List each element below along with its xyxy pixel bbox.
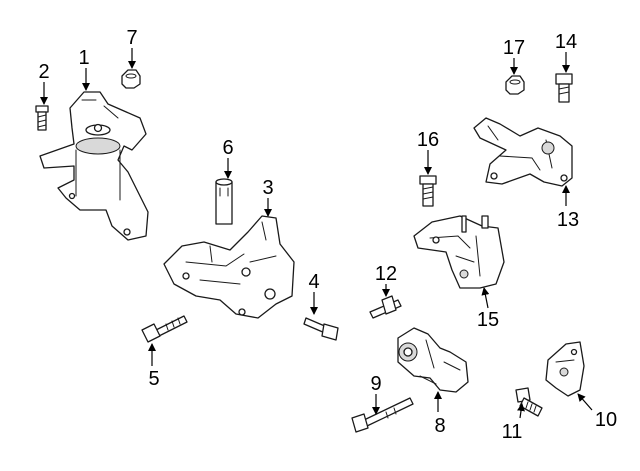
part-3-bracket [163, 215, 295, 319]
callout-8: 8 [434, 415, 445, 437]
callout-10: 10 [595, 409, 617, 431]
callout-3: 3 [262, 177, 273, 199]
callout-6: 6 [222, 137, 233, 159]
callout-4: 4 [308, 271, 319, 293]
leader-15 [481, 287, 490, 309]
callout-17: 17 [503, 37, 525, 59]
leader-11 [517, 403, 525, 419]
part-14-stud [555, 73, 573, 103]
part-6-stud [215, 178, 233, 225]
callout-14: 14 [555, 31, 577, 53]
callout-labels: 1 2 3 4 5 6 7 8 9 10 11 12 13 14 15 16 1… [38, 27, 617, 443]
part-10-bracket [545, 341, 585, 397]
callout-5: 5 [148, 368, 159, 390]
part-8-mount-arm [397, 327, 469, 393]
part-9-long-bolt [351, 397, 414, 433]
part-4-bolt [303, 317, 339, 341]
part-7-nut [121, 69, 141, 89]
callout-13: 13 [557, 209, 579, 231]
part-12-stud [369, 295, 402, 319]
part-17-nut [505, 75, 525, 95]
callout-9: 9 [370, 373, 381, 395]
part-15-mount [413, 215, 505, 289]
leader-10 [577, 393, 593, 411]
callout-2: 2 [38, 61, 49, 83]
part-16-bolt [419, 175, 437, 207]
part-13-bracket [473, 117, 573, 187]
part-11-bolt [515, 387, 543, 417]
callout-1: 1 [78, 47, 89, 69]
part-2-bolt [35, 105, 49, 131]
part-5-bolt [141, 315, 188, 343]
callout-7: 7 [126, 27, 137, 49]
callout-15: 15 [477, 309, 499, 331]
callout-11: 11 [502, 421, 523, 443]
part-1-engine-mount [39, 91, 149, 241]
callout-12: 12 [375, 263, 397, 285]
leader-lines [40, 48, 593, 419]
callout-16: 16 [417, 129, 439, 151]
